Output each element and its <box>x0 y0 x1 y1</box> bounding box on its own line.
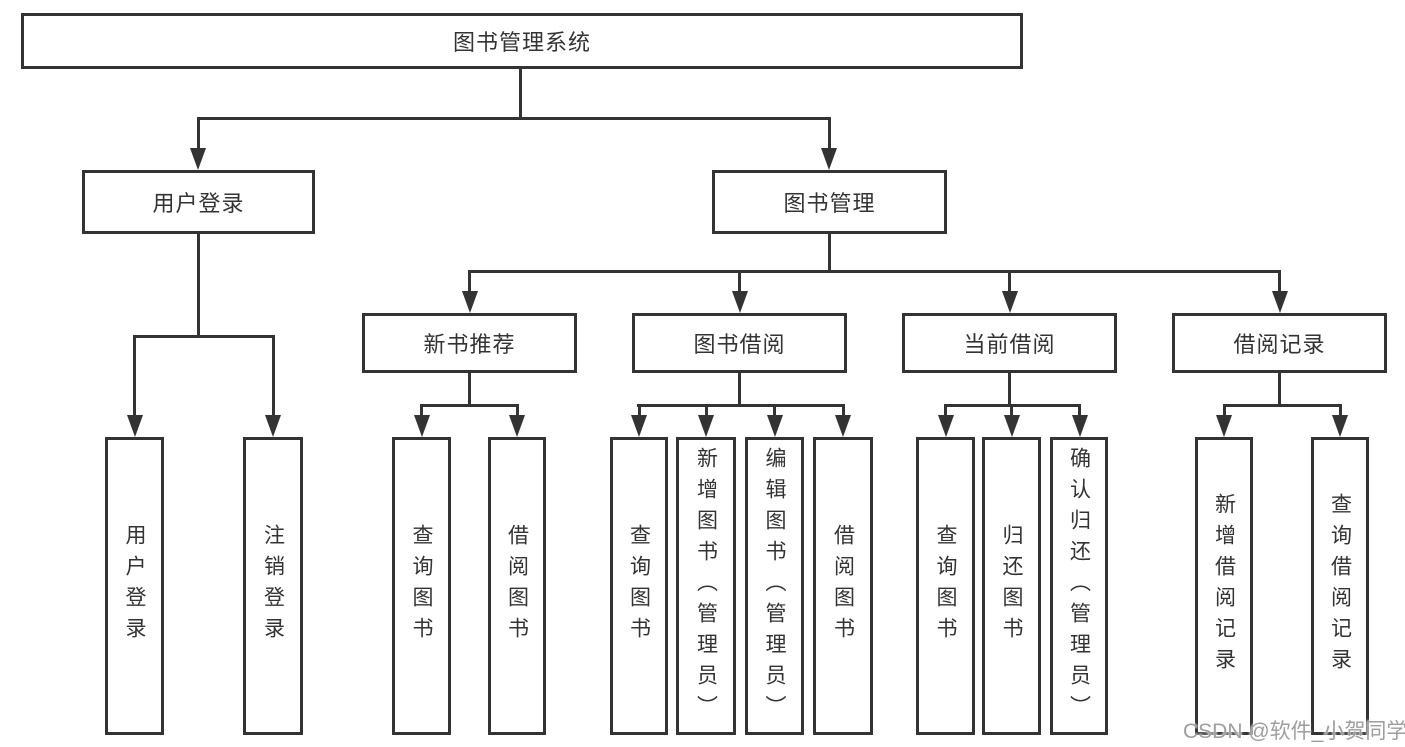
node-label: 归还图书 <box>1000 524 1023 648</box>
connector-line <box>197 117 831 120</box>
arrow-down <box>698 415 714 437</box>
arrow-down <box>1072 415 1088 437</box>
connector-line <box>1223 404 1226 417</box>
node-query-books-borrow: 查询图书 <box>610 437 668 735</box>
arrow-down <box>414 415 430 437</box>
arrow-down <box>265 415 281 437</box>
connector-line <box>468 270 1281 273</box>
arrow-down <box>835 415 851 437</box>
arrow-down <box>631 415 647 437</box>
connector-line <box>638 404 641 417</box>
arrow-down <box>190 148 206 170</box>
node-label: 新书推荐 <box>423 332 516 357</box>
connector-line <box>1278 270 1281 295</box>
arrow-down <box>1272 291 1288 313</box>
connector-line <box>197 233 200 337</box>
arrow-down <box>767 415 783 437</box>
node-user-login-leaf: 用户登录 <box>105 437 164 735</box>
node-label: 图书借阅 <box>693 332 786 357</box>
node-add-book-admin: 新增图书（管理员） <box>676 437 736 735</box>
node-query-books-current: 查询图书 <box>916 437 975 735</box>
connector-line <box>1008 270 1011 295</box>
node-label: 图书管理 <box>783 191 876 216</box>
node-new-book-recommend: 新书推荐 <box>362 313 577 373</box>
node-query-borrow-record: 查询借阅记录 <box>1311 437 1369 735</box>
connector-line <box>773 404 776 417</box>
arrow-down <box>1332 415 1348 437</box>
connector-line <box>468 373 471 407</box>
node-user-login-branch: 用户登录 <box>82 170 315 234</box>
node-label: 借阅图书 <box>831 524 855 648</box>
connector-line <box>1008 373 1011 407</box>
connector-line <box>828 233 831 273</box>
arrow-down <box>732 291 748 313</box>
node-label: 借阅图书 <box>505 524 529 648</box>
arrow-down <box>1216 415 1232 437</box>
node-add-borrow-record: 新增借阅记录 <box>1195 437 1253 735</box>
connector-line <box>133 335 275 338</box>
node-borrow-books-recommend: 借阅图书 <box>488 437 546 735</box>
node-confirm-return-admin: 确认归还（管理员） <box>1050 437 1108 735</box>
node-label: 编辑图书（管理员） <box>763 446 786 726</box>
node-label: 查询图书 <box>410 524 433 648</box>
arrow-down <box>938 415 954 437</box>
node-return-book: 归还图书 <box>982 437 1041 735</box>
node-label: 查询图书 <box>627 524 651 648</box>
connector-line <box>1339 404 1342 417</box>
connector-line <box>828 117 831 151</box>
node-label: 查询借阅记录 <box>1328 493 1352 679</box>
node-label: 新增借阅记录 <box>1212 493 1236 679</box>
node-edit-book-admin: 编辑图书（管理员） <box>745 437 804 735</box>
node-label: 借阅记录 <box>1233 332 1326 357</box>
connector-line <box>197 117 200 151</box>
connector-line <box>944 404 947 417</box>
node-label: 图书管理系统 <box>452 30 591 55</box>
watermark: CSDN @软件_小贺同学 <box>1183 720 1405 743</box>
arrow-down <box>127 415 143 437</box>
connector-line <box>272 335 275 417</box>
node-query-books-recommend: 查询图书 <box>392 437 451 735</box>
arrow-down <box>1004 415 1020 437</box>
connector-line <box>1010 404 1013 417</box>
connector-line <box>637 404 844 407</box>
connector-line <box>1078 404 1081 417</box>
node-logout: 注销登录 <box>243 437 303 735</box>
arrow-down <box>509 415 525 437</box>
connector-line <box>468 270 471 295</box>
node-label: 新增图书（管理员） <box>694 446 718 726</box>
node-borrow-books-leaf: 借阅图书 <box>813 437 873 735</box>
arrow-down <box>821 148 837 170</box>
node-book-borrow: 图书借阅 <box>632 313 847 373</box>
node-label: 查询图书 <box>934 524 957 648</box>
connector-line <box>420 404 519 407</box>
node-book-management: 图书管理 <box>712 170 947 234</box>
connector-line <box>738 373 741 407</box>
arrow-down <box>462 291 478 313</box>
node-label: 确认归还（管理员） <box>1067 446 1091 726</box>
node-current-borrow: 当前借阅 <box>902 313 1117 373</box>
node-label: 当前借阅 <box>963 332 1056 357</box>
connector-line <box>1223 404 1341 407</box>
node-root-system: 图书管理系统 <box>21 13 1023 69</box>
connector-line <box>1278 373 1281 407</box>
connector-line <box>738 270 741 295</box>
connector-line <box>842 404 845 417</box>
connector-line <box>420 404 423 417</box>
arrow-down <box>1002 291 1018 313</box>
connector-line <box>519 69 522 120</box>
node-label: 用户登录 <box>152 191 245 216</box>
connector-line <box>705 404 708 417</box>
node-borrow-records: 借阅记录 <box>1172 313 1387 373</box>
node-label: 用户登录 <box>123 524 146 648</box>
node-label: 注销登录 <box>261 524 285 648</box>
connector-line <box>133 335 136 417</box>
connector-line <box>516 404 519 417</box>
